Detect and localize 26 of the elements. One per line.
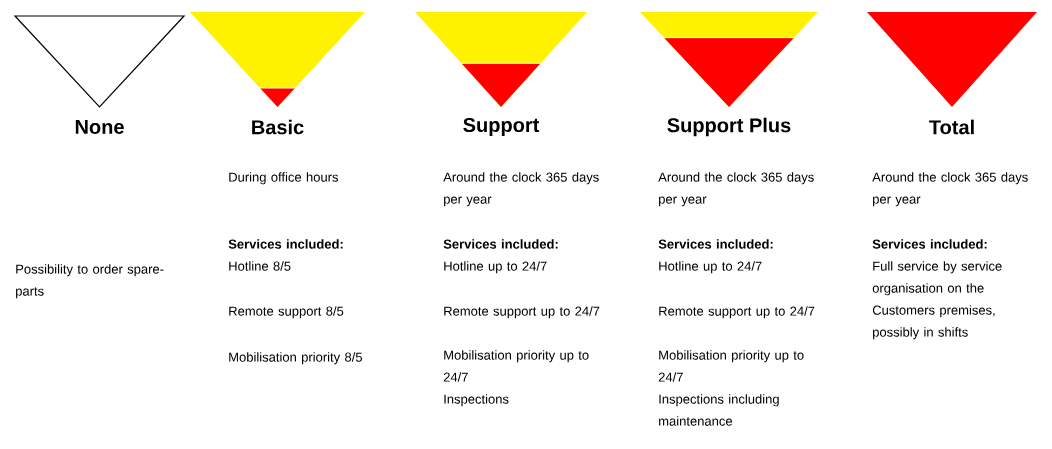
service-description: During office hours (229, 172, 339, 185)
service-description: Hotline up to 24/7 (444, 261, 547, 274)
service-description: Around the clock 365 days per year (443, 172, 599, 207)
service-description: Mobilisation priority up to 24/7 (658, 350, 804, 382)
services-heading: Services included: (872, 239, 987, 249)
level-heading: Total (929, 119, 974, 135)
service-description: Hotline up to 24/7 (659, 261, 762, 274)
service-description: Inspections (444, 394, 509, 407)
service-description: Hotline 8/5 (229, 261, 291, 271)
service-description: Remote support up to 24/7 (659, 306, 815, 319)
level-heading: Basic (252, 119, 304, 135)
service-description: Possibility to order spare-parts (16, 264, 164, 299)
service-description: Remote support up to 24/7 (444, 306, 600, 319)
service-description: Around the clock 365 days per year (872, 172, 1028, 207)
level-heading: None (75, 120, 124, 134)
service-description: Mobilisation priority up to 24/7 (443, 350, 589, 382)
service-description: Mobilisation priority 8/5 (229, 352, 362, 365)
services-heading: Services included: (228, 239, 343, 249)
services-heading: Services included: (443, 239, 558, 249)
level-heading: Support Plus (667, 117, 791, 137)
service-description: Inspections including maintenance (659, 394, 779, 426)
service-description: Around the clock 365 days per year (658, 172, 814, 207)
service-description: Full service by service organisation on the Customers premises, possibly in shifts (872, 261, 1002, 340)
service-description: Remote support 8/5 (229, 306, 344, 319)
services-heading: Services included: (658, 239, 773, 249)
level-heading: Support (463, 117, 540, 137)
